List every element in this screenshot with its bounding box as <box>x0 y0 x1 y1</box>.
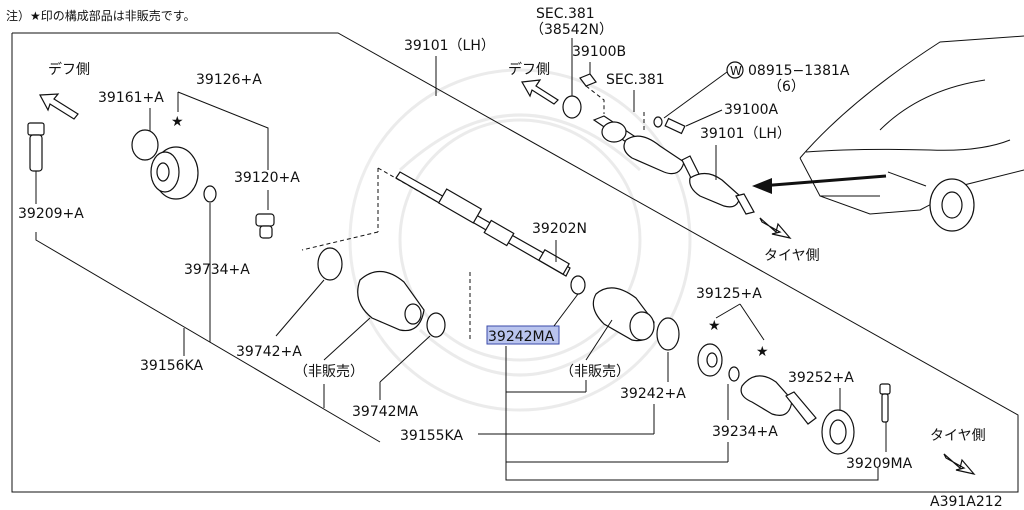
label-qty6: （6） <box>768 79 805 95</box>
label-39242a: 39242+A <box>620 386 686 402</box>
label-39101-top: 39101（LH） <box>404 38 495 54</box>
part-08915-washer <box>653 116 663 128</box>
star-mark-39125a-left: ★ <box>708 318 721 334</box>
part-39242a-clamp <box>656 317 680 351</box>
label-39100b: 39100B <box>572 44 626 60</box>
label-39209ma: 39209MA <box>846 456 913 472</box>
part-39100b-nut <box>579 73 597 87</box>
figure-code: A391A212 <box>930 494 1003 510</box>
part-38542n-seal <box>562 95 582 119</box>
part-39120a-clip <box>255 213 275 239</box>
w-symbol-circle <box>726 61 744 79</box>
part-39126a-joint <box>150 146 199 200</box>
w-symbol-letter: W <box>730 64 742 78</box>
part-outer-joint <box>740 375 817 425</box>
part-39161a-cap <box>131 129 159 161</box>
label-39101-right: 39101（LH） <box>700 126 791 142</box>
label-39734a: 39734+A <box>184 262 250 278</box>
label-sec381-mid: SEC.381 <box>606 72 665 88</box>
label-38542n: （38542N） <box>530 22 613 38</box>
label-39242ma[interactable]: 39242MA <box>488 329 555 345</box>
frame-outline <box>11 32 1019 493</box>
diff-side-label-right: デフ側 <box>508 61 550 78</box>
label-39234a: 39234+A <box>712 424 778 440</box>
label-39252a: 39252+A <box>788 370 854 386</box>
arrow-icon-tire-lower <box>943 453 976 475</box>
vehicle-pointer-arrowhead <box>752 178 772 194</box>
star-mark-39126a: ★ <box>171 114 184 130</box>
label-39100a: 39100A <box>724 102 779 118</box>
label-39156ka: 39156KA <box>140 358 203 374</box>
label-39125a: 39125+A <box>696 286 762 302</box>
label-39742a: 39742+A <box>236 344 302 360</box>
part-band-clamp-left <box>317 247 343 281</box>
label-39120a: 39120+A <box>234 170 300 186</box>
part-39209ma-drawing <box>879 383 891 423</box>
arrow-icon-tire-upper <box>759 217 792 239</box>
part-39125a-joint <box>697 343 723 377</box>
star-mark-39125a-right: ★ <box>756 344 769 360</box>
part-39242ma-boot <box>592 287 655 342</box>
arrow-icon-diff-right <box>521 79 559 105</box>
part-small-ring-center <box>570 275 586 295</box>
part-39734a-ring <box>203 185 217 203</box>
watermark-emblem <box>348 68 692 412</box>
label-39161a: 39161+A <box>98 90 164 106</box>
part-39100a-bolt <box>664 117 686 135</box>
highlight-box-39242ma <box>486 325 560 345</box>
diff-side-label-left: デフ側 <box>48 61 90 78</box>
label-39742ma: 39742MA <box>352 404 419 420</box>
leader-39156ka-bracket <box>35 232 381 443</box>
tire-side-label-upper: タイヤ側 <box>764 248 820 264</box>
part-39252a-seal <box>821 409 855 455</box>
part-39234a-ring <box>728 366 740 382</box>
part-39742a-boot <box>357 270 425 332</box>
tire-side-label-lower: タイヤ側 <box>930 428 986 444</box>
part-39202n-shaft <box>395 171 571 277</box>
label-39126a: 39126+A <box>196 72 262 88</box>
label-39155ka: 39155KA <box>400 428 463 444</box>
arrow-icon-diff-left <box>39 93 79 120</box>
part-39742ma-clamp <box>426 312 446 338</box>
label-sec381-top: SEC.381 <box>536 6 595 22</box>
label-39202n: 39202N <box>532 221 587 237</box>
part-39101-assembly <box>592 115 755 215</box>
not-sold-label-right: （非販売） <box>560 364 630 380</box>
part-39209a-drawing <box>27 122 45 172</box>
not-sold-label-left: （非販売） <box>294 364 364 380</box>
label-39209a: 39209+A <box>18 206 84 222</box>
label-08915: 08915−1381A <box>748 63 850 79</box>
vehicle-outline <box>799 35 1024 232</box>
note-text: 注）★印の構成部品は非販売です。 <box>6 8 196 23</box>
vehicle-pointer-line <box>759 174 887 188</box>
